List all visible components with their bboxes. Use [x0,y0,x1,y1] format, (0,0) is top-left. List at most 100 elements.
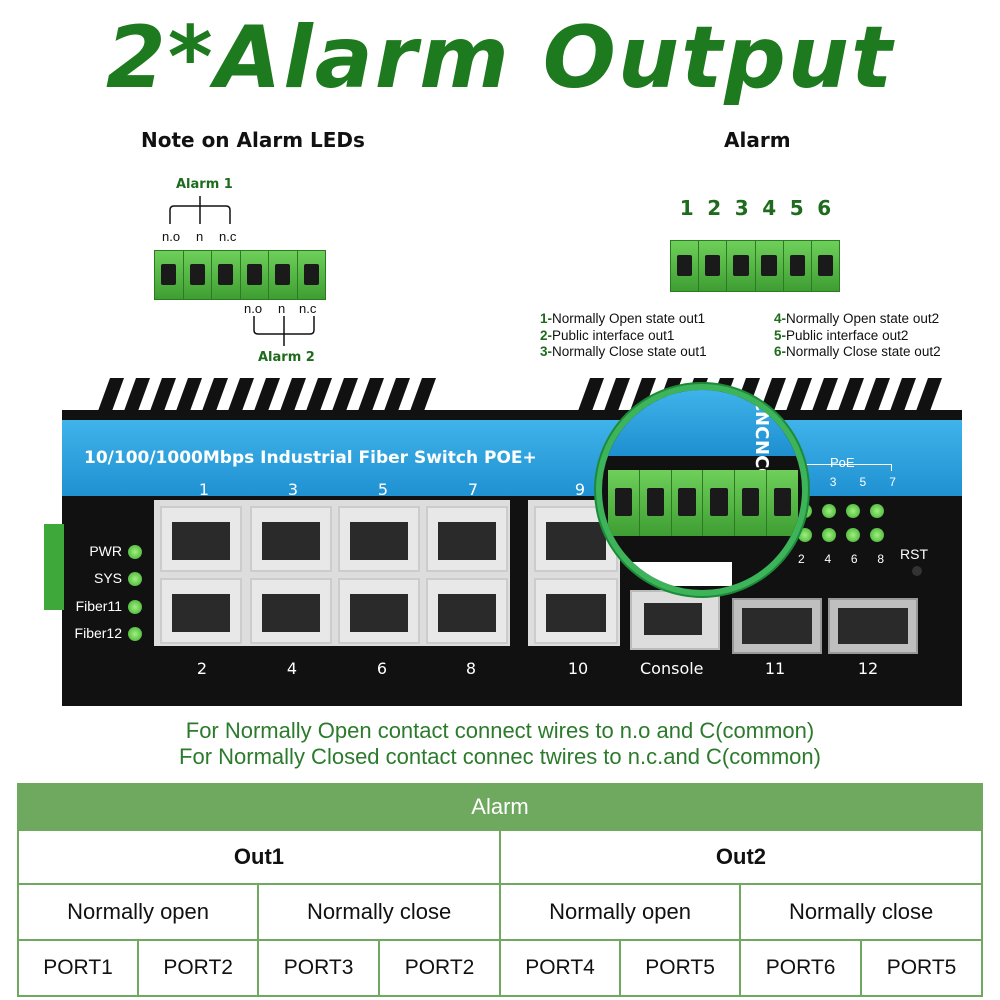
left-heading: Note on Alarm LEDs [141,128,365,152]
alarm1-label: Alarm 1 [176,177,233,192]
alarm2-pin-nc: n.c [299,301,317,316]
page-title: 2*Alarm Output [105,8,895,108]
poe-led-8 [870,528,884,542]
alarm2-bracket [253,316,315,346]
zoom-label: NC [751,411,772,440]
alarm2-label: Alarm 2 [258,350,315,365]
mode-cell: Normally close [739,883,983,941]
poe-led-2 [798,528,812,542]
pin-number: 2 [707,196,722,220]
rj45-port-3[interactable] [250,506,332,572]
port-number: 10 [567,659,589,678]
sfp-port-11[interactable] [732,598,822,654]
pin-number: 3 [734,196,749,220]
poe-label: PoE [830,455,855,470]
mode-cell: Normally open [498,883,742,941]
rj45-port-7[interactable] [426,506,508,572]
rj45-port-2[interactable] [160,578,242,644]
alarm1-bracket [169,196,231,224]
switch-label-bar [62,420,962,500]
fiber12-led [128,627,142,641]
zoom-label: C [751,398,772,412]
sys-led [128,572,142,586]
alarm-table: Alarm Out1 Out2 Normally open Normally c… [16,783,984,997]
poe-led-7 [870,504,884,518]
alarm2-pin-n: n [278,301,286,316]
sfp-number: 11 [764,659,786,678]
led-label-sys: SYS [93,570,122,586]
legend-item: 6-Normally Close state out2 [774,344,941,359]
fiber11-led [128,600,142,614]
port-cell: PORT4 [498,939,622,997]
out2-header: Out2 [498,829,984,885]
port-cell: PORT5 [860,939,983,997]
note-normally-closed: For Normally Closed contact connec twire… [179,744,821,769]
pin-number: 4 [762,196,777,220]
pwr-led [128,545,142,559]
rj45-port-9[interactable] [534,506,618,572]
rj45-port-5[interactable] [338,506,420,572]
port-number: 6 [376,659,388,678]
right-heading: Alarm [724,128,791,152]
side-terminal [44,524,64,610]
port-number: 9 [574,480,586,499]
alarm-terminal-zoom: C NC NC C [596,384,808,596]
alarm2-pin-no: n.o [244,301,263,316]
rj45-port-1[interactable] [160,506,242,572]
legend-item: 3-Normally Close state out1 [540,344,707,359]
sfp-number: 12 [857,659,879,678]
led-label-pwr: PWR [89,543,122,559]
alarm1-pin-n: n [196,229,204,244]
port-cell: PORT6 [739,939,863,997]
rj45-port-8[interactable] [426,578,508,644]
poe-led-6 [846,528,860,542]
port-number: 4 [286,659,298,678]
port-cell: PORT2 [137,939,260,997]
sfp-port-12[interactable] [828,598,918,654]
mode-cell: Normally close [257,883,501,941]
led-label-fiber11: Fiber11 [75,598,122,614]
alarm1-pin-nc: n.c [219,229,237,244]
alarm-terminal-block-right [670,240,840,292]
port-number: 2 [196,659,208,678]
port-number: 1 [198,480,210,499]
out1-header: Out1 [17,829,501,885]
note-normally-open: For Normally Open contact connect wires … [185,718,815,743]
pin-number: 6 [817,196,832,220]
port-cell: PORT5 [619,939,742,997]
poe-led-3 [822,504,836,518]
switch-model-text: 10/100/1000Mbps Industrial Fiber Switch … [84,448,537,468]
pin-number-row: 1 2 3 4 5 6 [673,196,838,220]
rj45-port-4[interactable] [250,578,332,644]
poe-led-5 [846,504,860,518]
port-cell: PORT3 [257,939,381,997]
alarm-terminal-block-left [154,250,326,300]
led-label-fiber12: Fiber12 [74,625,122,641]
poe-led-4 [822,528,836,542]
port-cell: PORT1 [16,939,140,997]
zoom-label: NC [751,439,772,468]
legend-item: 4-Normally Open state out2 [774,311,940,326]
poe-bracket [800,464,892,471]
pin-number: 5 [789,196,804,220]
alarm1-pin-no: n.o [162,229,181,244]
port-number: 3 [287,480,299,499]
reset-button[interactable] [912,566,922,576]
pin-number: 1 [679,196,694,220]
legend-item: 5-Public interface out2 [774,328,909,343]
port-cell: PORT2 [378,939,501,997]
rst-label: RST [900,546,928,562]
rj45-port-10[interactable] [534,578,618,644]
port-number: 7 [467,480,479,499]
mode-cell: Normally open [16,883,260,941]
console-label: Console [640,659,704,678]
console-socket [644,603,702,635]
legend-item: 2-Public interface out1 [540,328,675,343]
rj45-port-6[interactable] [338,578,420,644]
port-number: 8 [465,659,477,678]
port-number: 5 [377,480,389,499]
table-header: Alarm [17,783,983,831]
legend-item: 1-Normally Open state out1 [540,311,706,326]
